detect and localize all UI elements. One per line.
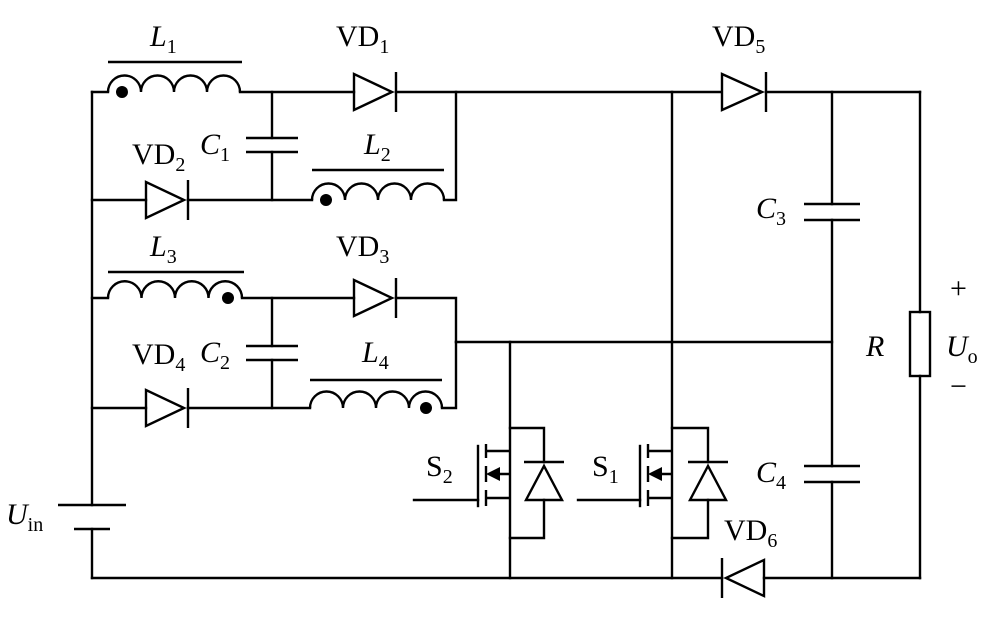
diode-S2-body	[524, 460, 564, 502]
label-Uin: Uin	[6, 498, 43, 536]
label-L4: L4	[361, 336, 389, 374]
label-S1: S1	[592, 450, 619, 488]
label-VD5: VD5	[712, 20, 765, 58]
label-S2: S2	[426, 450, 453, 488]
label-VD4: VD4	[132, 338, 185, 376]
label-C1: C1	[200, 128, 230, 166]
label-Uo: Uo	[946, 330, 978, 368]
mosfet-S2	[484, 444, 510, 506]
mosfet-S1	[646, 444, 672, 506]
capacitor-C1	[246, 136, 298, 154]
capacitor-C4	[804, 464, 860, 484]
diode-VD4	[144, 388, 190, 428]
label-VD1: VD1	[336, 20, 389, 58]
inductor-L4	[308, 378, 444, 414]
label-minus: −	[950, 370, 967, 403]
label-L2: L2	[363, 128, 391, 166]
diode-VD1	[352, 72, 398, 112]
inductor-L4-polarity-dot	[420, 402, 432, 414]
inductor-L3-polarity-dot	[222, 292, 234, 304]
label-plus: +	[950, 272, 967, 305]
diode-S1-body	[688, 460, 728, 502]
label-VD3: VD3	[336, 230, 389, 268]
label-VD2: VD2	[132, 138, 185, 176]
resistor-R	[908, 310, 932, 378]
label-L3: L3	[149, 230, 177, 268]
label-C3: C3	[756, 192, 786, 230]
label-C2: C2	[200, 336, 230, 374]
inductor-L2	[310, 168, 446, 206]
inductor-L1	[106, 60, 242, 98]
diode-VD6	[720, 558, 766, 598]
inductor-L1-polarity-dot	[116, 86, 128, 98]
label-C4: C4	[756, 456, 786, 494]
label-VD6: VD6	[724, 514, 777, 552]
diode-VD5	[720, 72, 768, 112]
diode-VD2	[144, 180, 190, 220]
wires	[90, 90, 922, 580]
diode-VD3	[352, 278, 398, 318]
capacitor-C2	[246, 344, 298, 362]
label-L1: L1	[149, 20, 177, 58]
capacitor-C3	[804, 202, 860, 222]
source-Uin	[58, 503, 126, 531]
inductor-L3	[106, 270, 244, 304]
label-R: R	[865, 330, 884, 363]
inductor-L2-polarity-dot	[320, 194, 332, 206]
